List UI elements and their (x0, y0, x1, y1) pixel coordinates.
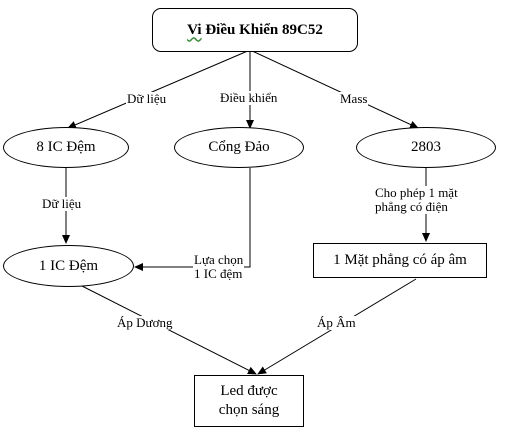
node-led: Led được chọn sáng (194, 375, 304, 427)
node-led-line2: chọn sáng (218, 402, 280, 418)
label-du-lieu-left: Dữ liệu (41, 196, 83, 211)
node-led-line1: Led được (220, 383, 278, 399)
label-cho-phep: Cho phép 1 mặt phẳng có điện (374, 186, 459, 214)
node-vi-dieu-khien-label: Điều Khiển 89C52 (201, 21, 323, 38)
node-8-ic-dem-label: 8 IC Đệm (36, 139, 96, 155)
label-du-lieu-top: Dữ liệu (126, 91, 168, 106)
node-2803-label: 2803 (411, 139, 441, 155)
node-cong-dao: Cổng Đảo (174, 127, 304, 168)
label-cho-phep-line2: phẳng có điện (375, 199, 448, 214)
node-mat-phang-label: 1 Mặt phẳng có áp âm (333, 252, 467, 268)
label-lua-chon-line2: 1 IC đệm (194, 266, 243, 281)
node-vi-dieu-khien: Vi Điều Khiển 89C52 (152, 8, 358, 52)
node-1-ic-dem: 1 IC Đệm (3, 245, 134, 287)
node-cong-dao-label: Cổng Đảo (208, 139, 270, 155)
edge-congdao-to-1ic (134, 168, 251, 271)
edge-top-to-8ic (67, 49, 251, 129)
label-lua-chon-line1: Lựa chọn (194, 252, 244, 267)
node-vi-dieu-khien-prefix: Vi (187, 21, 202, 38)
label-ap-am: Áp Âm (316, 315, 357, 330)
label-dieu-khien: Điều khiển (219, 90, 279, 105)
node-1-ic-dem-label: 1 IC Đệm (38, 257, 99, 274)
node-2803: 2803 (356, 127, 496, 168)
label-ap-duong: Áp Dương (116, 315, 174, 330)
label-cho-phep-line1: Cho phép 1 mặt (375, 185, 458, 200)
label-mass: Mass (339, 91, 369, 106)
node-8-ic-dem: 8 IC Đệm (3, 127, 129, 168)
node-mat-phang: 1 Mặt phẳng có áp âm (313, 243, 487, 278)
edge-top-to-2803 (249, 49, 419, 129)
label-lua-chon: Lựa chọn 1 IC đệm (193, 252, 245, 281)
